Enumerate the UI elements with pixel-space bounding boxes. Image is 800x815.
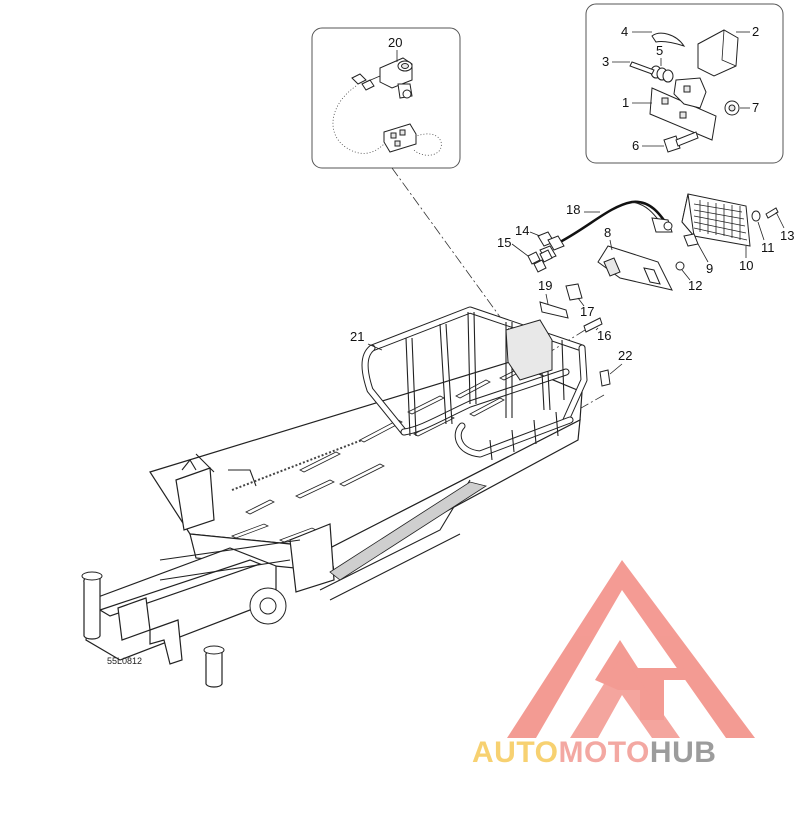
- part-3-pin[interactable]: [629, 61, 655, 75]
- cargo-sled-frame: [81, 306, 588, 688]
- automotohub-emblem-icon: [507, 560, 755, 738]
- part-1-bracket-plate[interactable]: [649, 77, 717, 141]
- callout-2: 2: [752, 24, 759, 39]
- callout-8: 8: [604, 225, 611, 240]
- part-5-spring[interactable]: [650, 65, 674, 83]
- watermark-logo: AUTOMOTOHUB: [472, 560, 755, 769]
- callout-19: 19: [538, 278, 552, 293]
- callout-14: 14: [515, 223, 529, 238]
- callout-20: 20: [388, 35, 402, 50]
- part-6-bolt[interactable]: [663, 131, 699, 153]
- callout-22: 22: [618, 348, 632, 363]
- callout-3: 3: [602, 54, 609, 69]
- part-19-bracket[interactable]: [539, 301, 569, 319]
- part-2-block[interactable]: [697, 29, 739, 77]
- watermark-hub-text: HUB: [650, 736, 717, 769]
- svg-text:AUTOMOTOHUB: AUTOMOTOHUB: [472, 736, 716, 769]
- callout-5: 5: [656, 43, 663, 58]
- callout-16: 16: [597, 328, 611, 343]
- part-16-bolt[interactable]: [583, 317, 603, 333]
- part-18-wire-harness[interactable]: [559, 200, 673, 244]
- callout-1: 1: [622, 95, 629, 110]
- part-12-nut[interactable]: [675, 261, 685, 271]
- part-20-plug[interactable]: [383, 123, 417, 153]
- callout-9: 9: [706, 261, 713, 276]
- figure-code: 55L0812: [107, 656, 142, 666]
- watermark-moto-text: MOTO: [558, 736, 649, 769]
- part-15-terminals[interactable]: [527, 249, 553, 273]
- callout-12: 12: [688, 278, 702, 293]
- inset-license-bracket: 4 2 5 3 1 7 6: [585, 3, 784, 164]
- callout-4: 4: [621, 24, 628, 39]
- tail-light-assembly: 18 14 15 8 9 10 11 13 12 17 19 16 22: [497, 193, 794, 387]
- callout-15: 15: [497, 235, 511, 250]
- part-8-mounting-plate[interactable]: [597, 245, 673, 291]
- part-7-nut[interactable]: [724, 100, 740, 116]
- callout-7: 7: [752, 100, 759, 115]
- part-11-washer[interactable]: [751, 210, 761, 222]
- callout-13: 13: [780, 228, 794, 243]
- part-17-connector[interactable]: [565, 283, 583, 301]
- tow-hitch: [81, 453, 471, 688]
- watermark-auto-text: AUTO: [472, 736, 558, 769]
- part-10-lamp-housing[interactable]: [681, 193, 751, 247]
- callout-18: 18: [566, 202, 580, 217]
- part-22-bolt[interactable]: [599, 369, 611, 387]
- inset-wiring-harness: 20: [311, 27, 461, 169]
- callout-17: 17: [580, 304, 594, 319]
- callout-11: 11: [761, 240, 775, 255]
- callout-10: 10: [739, 258, 753, 273]
- part-4-clip[interactable]: [651, 32, 686, 47]
- callout-6: 6: [632, 138, 639, 153]
- part-20-connector[interactable]: [351, 57, 413, 99]
- callout-21: 21: [350, 329, 364, 344]
- part-13-screw[interactable]: [765, 207, 779, 219]
